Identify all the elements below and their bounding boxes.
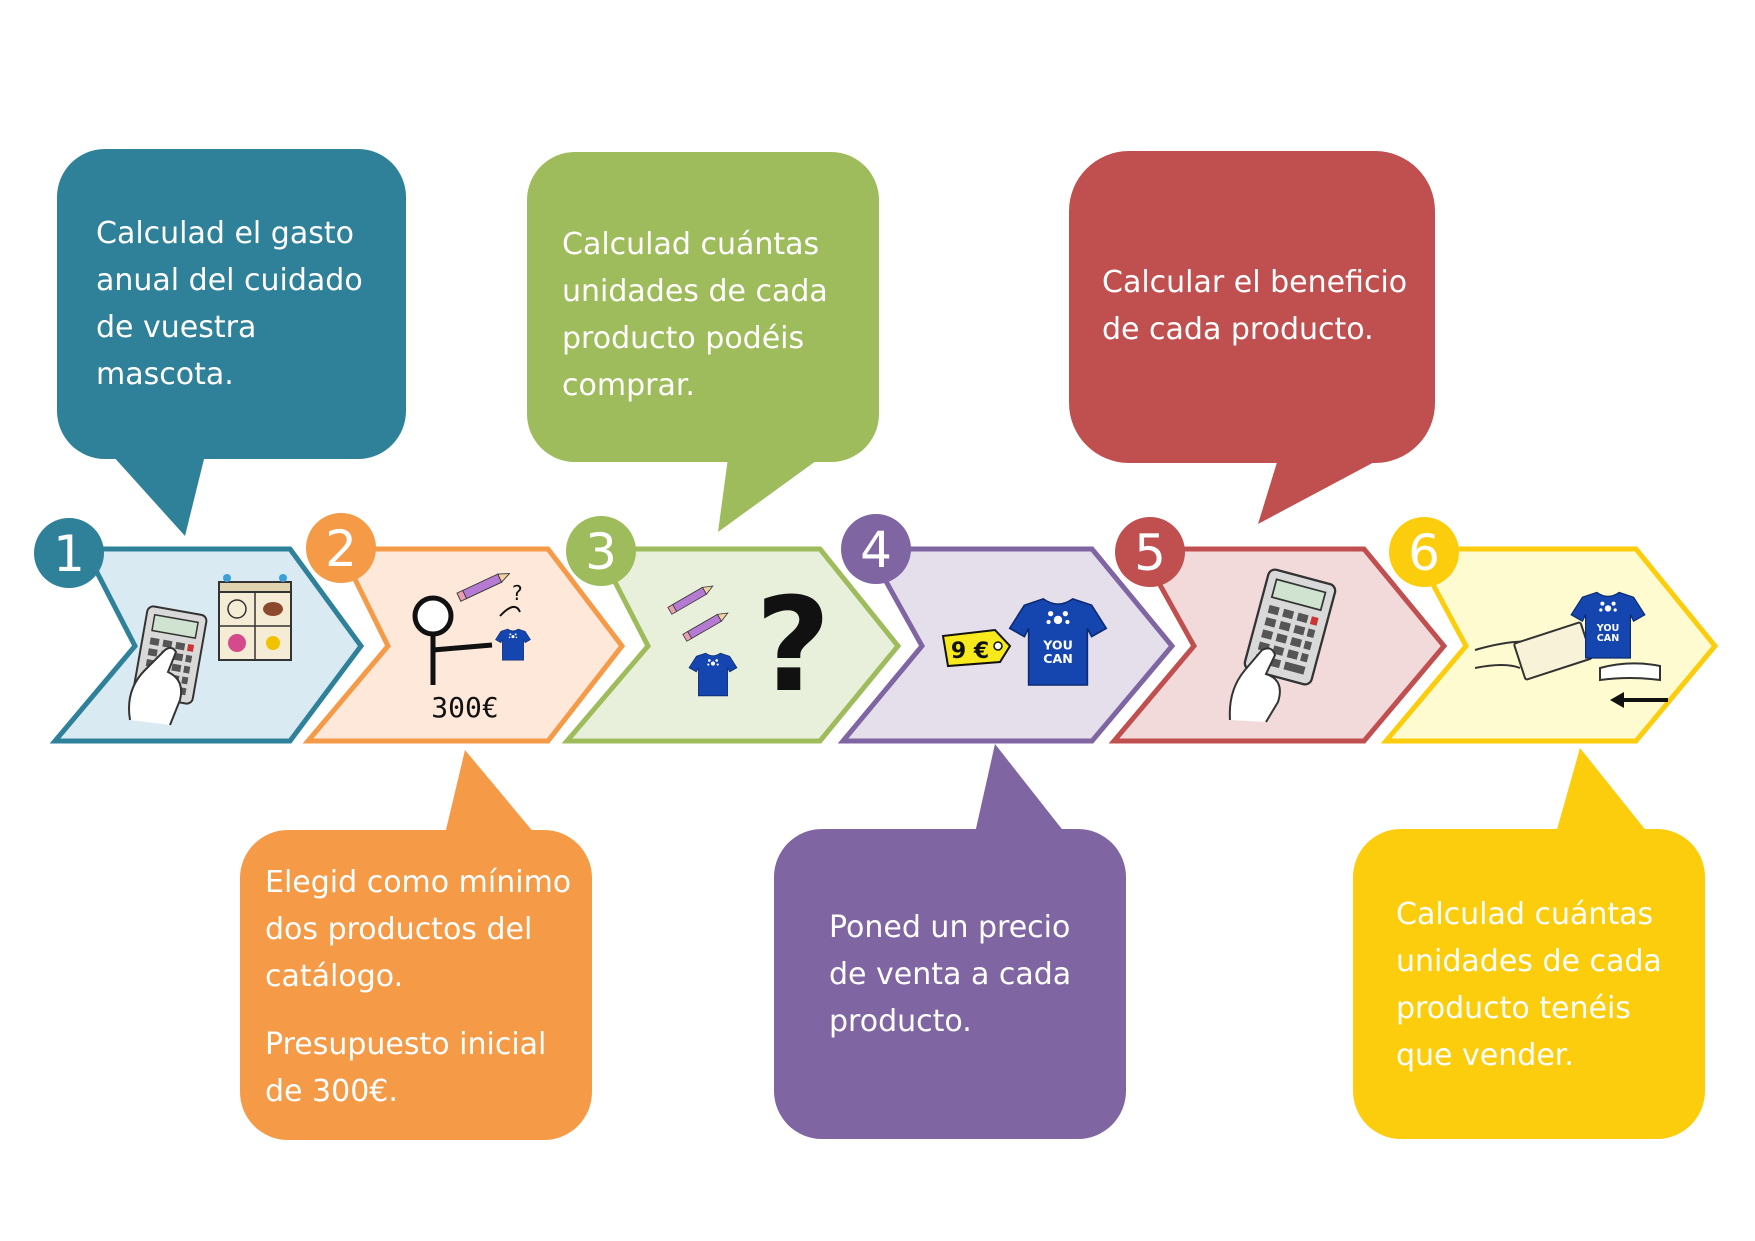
step-number-2: 2	[306, 513, 376, 583]
price-label: 9 €	[951, 639, 989, 664]
hand-icon	[1228, 647, 1281, 723]
step-number-6: 6	[1389, 517, 1459, 587]
bubble-step-3	[527, 152, 879, 532]
step-2-text-line-1: Elegid como mínimo dos productos del cat…	[265, 865, 572, 994]
step-number-5: 5	[1115, 517, 1185, 587]
calendar-icon	[218, 574, 292, 661]
svg-text:2: 2	[325, 520, 357, 578]
svg-text:4: 4	[860, 521, 892, 579]
bubble-step-1	[57, 149, 406, 536]
chevron-step-1	[49, 546, 365, 744]
question-mark-icon: ?	[755, 569, 830, 721]
step-3-text: Calculad cuántas unidades de cada produc…	[562, 227, 828, 403]
chevron-step-3	[561, 546, 902, 744]
svg-text:6: 6	[1408, 524, 1440, 582]
bubble-step-5	[1069, 151, 1435, 524]
step-1-text: Calculad el gasto anual del cuidado de v…	[96, 216, 363, 392]
svg-text:YOU: YOU	[1042, 637, 1073, 652]
svg-text:YOU: YOU	[1596, 623, 1620, 634]
step-4-text: Poned un precio de venta a cada producto…	[829, 910, 1072, 1039]
step-number-1: 1	[34, 518, 104, 588]
svg-text:CAN: CAN	[1597, 633, 1620, 644]
arrow-left-icon	[1610, 692, 1668, 708]
step-5-text: Calcular el beneficio de cada producto.	[1102, 265, 1408, 347]
svg-text:3: 3	[585, 523, 617, 581]
budget-label: 300€	[431, 691, 498, 724]
hand-icon	[128, 646, 183, 726]
svg-text:?: ?	[512, 581, 523, 605]
bubble-step-2	[240, 750, 592, 1140]
step-2-text-line-2: Presupuesto inicial de 300€.	[265, 1027, 547, 1109]
tshirt-icon: YOU CAN	[1008, 598, 1108, 686]
svg-text:CAN: CAN	[1043, 651, 1073, 666]
step-2-text: Elegid como mínimo dos productos del cat…	[265, 859, 585, 1115]
bubble-step-4	[774, 744, 1126, 1139]
svg-text:5: 5	[1134, 524, 1166, 582]
svg-text:1: 1	[53, 525, 85, 583]
step-number-4: 4	[841, 514, 911, 584]
bubble-step-6	[1353, 748, 1705, 1139]
tshirt-icon: YOU CAN	[1570, 591, 1646, 659]
step-number-3: 3	[566, 516, 636, 586]
person-pointing-icon: ?	[412, 581, 523, 685]
price-tag-icon: 9 €	[941, 628, 1012, 668]
step-6-text: Calculad cuántas unidades de cada produc…	[1396, 897, 1662, 1073]
